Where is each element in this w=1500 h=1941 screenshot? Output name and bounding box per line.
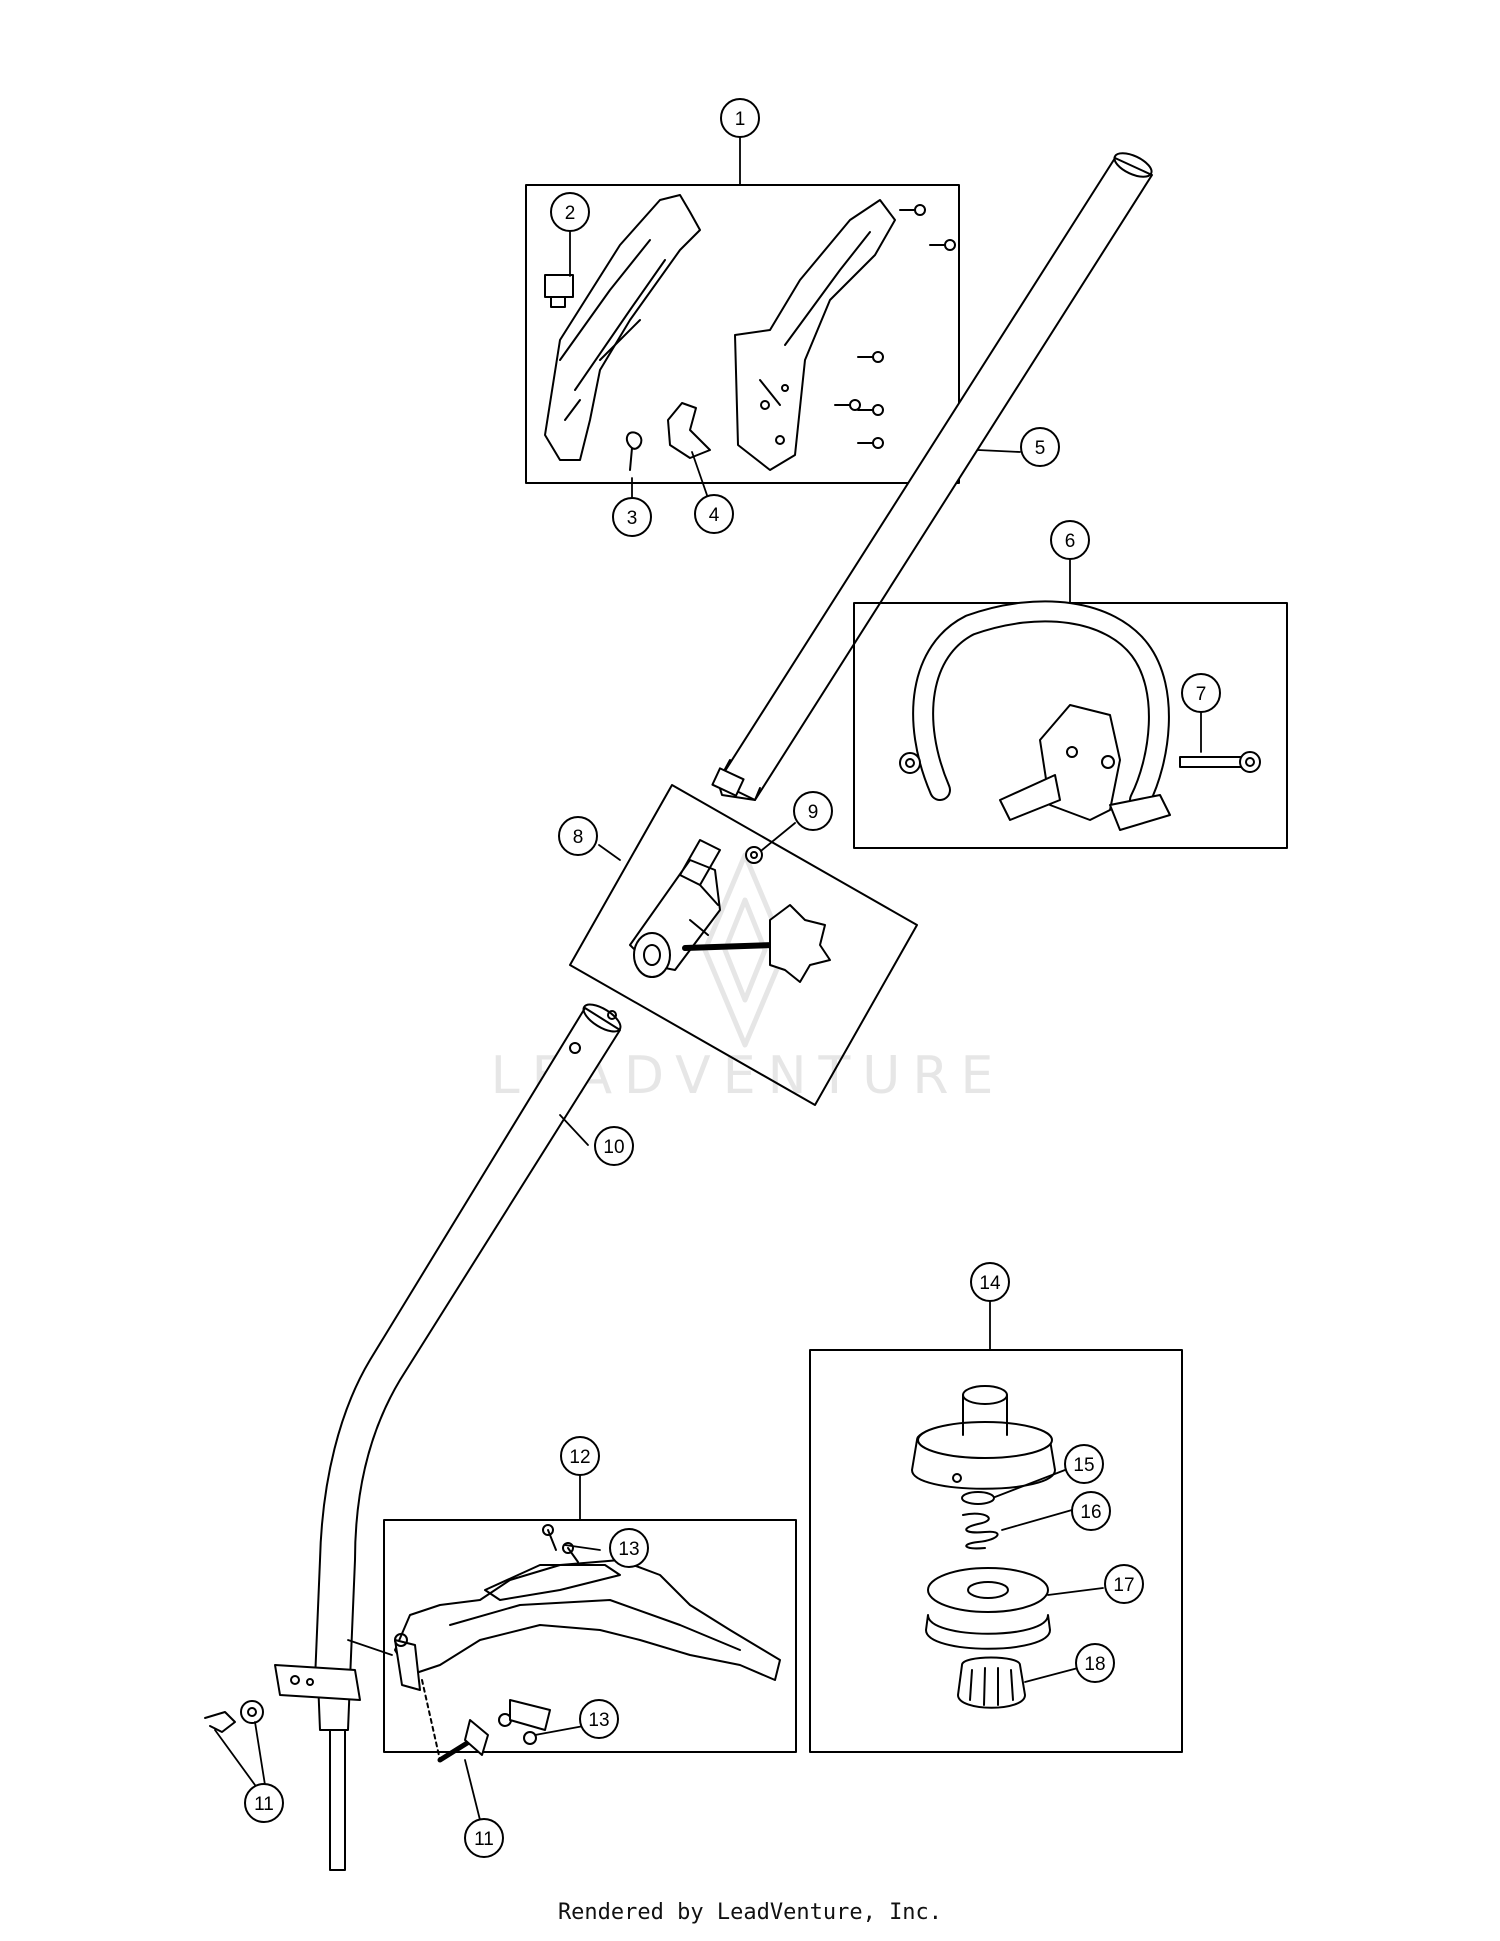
callout-c11a: 11 (244, 1783, 284, 1823)
callout-label: 15 (1073, 1455, 1094, 1476)
callout-circle (694, 494, 734, 534)
group-box-coupler (569, 784, 918, 1106)
callout-c5: 5 (1020, 427, 1060, 467)
callout-c13a: 13 (609, 1528, 649, 1568)
group-box-guard (383, 1519, 797, 1753)
callout-circle (550, 192, 590, 232)
callout-label: 11 (474, 1829, 494, 1850)
callout-c11b: 11 (464, 1818, 504, 1858)
callout-label: 1 (735, 109, 746, 130)
guard-screws-part (498, 1524, 579, 1745)
callout-circle (970, 1262, 1010, 1302)
callout-label: 3 (627, 508, 638, 529)
bump-knob-part (957, 1656, 1026, 1709)
callout-circle (464, 1818, 504, 1858)
callout-circle (594, 1126, 634, 1166)
callout-label: 2 (565, 203, 576, 224)
upper-shaft-part (711, 152, 1153, 801)
guard-bolt-part (421, 1679, 489, 1763)
callout-label: 10 (603, 1137, 624, 1158)
washer-part (961, 1491, 995, 1505)
callout-label: 14 (979, 1273, 1001, 1294)
callout-circle (1181, 673, 1221, 713)
callout-c10: 10 (594, 1126, 634, 1166)
handle-right-half-part (734, 199, 896, 471)
callout-label: 13 (618, 1539, 639, 1560)
coupler-knob-part (682, 904, 831, 983)
shaft-clamp-part (274, 1664, 361, 1701)
group-box-trimmer-head (809, 1349, 1183, 1753)
trimmer-guard-part (394, 1559, 781, 1691)
callout-circle (558, 816, 598, 856)
callout-circle (609, 1528, 649, 1568)
assist-handle-bolt-part (1179, 751, 1261, 773)
callout-circle (720, 98, 760, 138)
callout-circle (793, 791, 833, 831)
callout-circle (1071, 1491, 1111, 1531)
callout-label: 12 (569, 1447, 590, 1468)
callout-label: 11 (254, 1794, 274, 1815)
callout-c9: 9 (793, 791, 833, 831)
callout-c3: 3 (612, 497, 652, 537)
callout-c14: 14 (970, 1262, 1010, 1302)
assist-handle-nut-part (899, 752, 921, 774)
callout-label: 8 (573, 827, 584, 848)
callout-c6: 6 (1050, 520, 1090, 560)
callout-c16: 16 (1071, 1491, 1111, 1531)
render-credit: Rendered by LeadVenture, Inc. (557, 1900, 943, 1925)
callout-circle (1104, 1564, 1144, 1604)
callout-circle (1020, 427, 1060, 467)
spool-housing-part (911, 1385, 1056, 1490)
callout-label: 4 (709, 505, 720, 526)
coupler-part (629, 839, 721, 978)
callout-c8: 8 (558, 816, 598, 856)
callout-circle (1064, 1444, 1104, 1484)
callout-circle (579, 1699, 619, 1739)
spool-part (925, 1567, 1051, 1650)
handle-left-half-part (544, 194, 701, 461)
callout-circle (612, 497, 652, 537)
leader-lines (214, 136, 1202, 1821)
callout-label: 13 (588, 1710, 609, 1731)
callout-c7: 7 (1181, 673, 1221, 713)
callout-label: 16 (1080, 1502, 1101, 1523)
coupler-nut-part (745, 846, 763, 864)
callout-c18: 18 (1075, 1643, 1115, 1683)
callout-c13b: 13 (579, 1699, 619, 1739)
callout-circle (1050, 520, 1090, 560)
callout-label: 7 (1196, 684, 1207, 705)
group-box-handle (525, 184, 960, 484)
callout-circle (244, 1783, 284, 1823)
callout-c4: 4 (694, 494, 734, 534)
screws-part (834, 204, 956, 449)
callout-circle (1075, 1643, 1115, 1683)
wing-nut-washer-part (204, 1700, 264, 1733)
callout-c17: 17 (1104, 1564, 1144, 1604)
assist-handle-part (912, 600, 1171, 831)
callout-c15: 15 (1064, 1444, 1104, 1484)
spring-coil-part (962, 1512, 999, 1550)
callout-c2: 2 (550, 192, 590, 232)
callout-label: 5 (1035, 438, 1046, 459)
callout-label: 9 (808, 802, 819, 823)
callout-label: 6 (1065, 531, 1076, 552)
throttle-lever-part (667, 402, 711, 459)
callout-label: 18 (1084, 1654, 1105, 1675)
callout-c1: 1 (720, 98, 760, 138)
callout-label: 17 (1113, 1575, 1134, 1596)
trigger-switch-part (544, 274, 574, 308)
callout-circle (560, 1436, 600, 1476)
spring-part (625, 431, 643, 471)
callout-c12: 12 (560, 1436, 600, 1476)
